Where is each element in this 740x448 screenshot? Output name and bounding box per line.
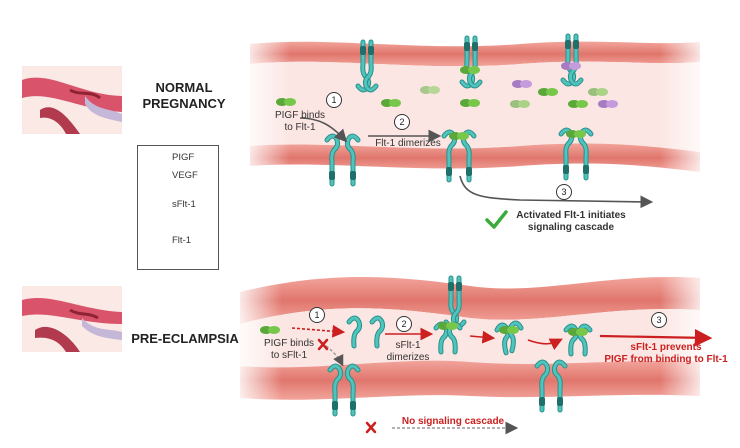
pe-arrow-2b	[469, 330, 496, 344]
normal-step3-number: 3	[556, 184, 572, 200]
pe-arrow-2c	[527, 338, 563, 351]
normal-uterus-thumbnail	[22, 66, 122, 134]
normal-step3-text: Activated Flt-1 initiates signaling casc…	[516, 210, 626, 233]
normal-arrow-3	[459, 175, 654, 209]
pe-arrow-blocked	[317, 339, 344, 367]
normal-title: NORMAL PREGNANCY	[142, 80, 226, 111]
legend	[137, 145, 219, 270]
pe-step3-text: sFlt-1 prevents PIGF from binding to Flt…	[604, 342, 728, 365]
pe-step1-text: PIGF binds to sFlt-1	[263, 338, 315, 361]
normal-step1-number: 1	[326, 92, 342, 108]
legend-label-flt1: Flt-1	[172, 235, 191, 246]
pe-step2-number: 2	[396, 316, 412, 332]
pe-arrow-1	[291, 324, 346, 338]
legend-label-vegf: VEGF	[172, 170, 198, 181]
no-signal-x-icon	[365, 421, 377, 434]
preeclampsia-title: PRE-ECLAMPSIA	[131, 331, 239, 346]
normal-step1-text: PIGF binds to Flt-1	[274, 110, 326, 133]
normal-step2-text: Flt-1 dimerizes	[375, 138, 441, 149]
normal-step2-number: 2	[394, 114, 410, 130]
pe-step3-number: 3	[651, 312, 667, 328]
preeclampsia-uterus-thumbnail	[22, 286, 122, 352]
legend-label-sflt1: sFlt-1	[172, 199, 196, 210]
pe-arrow-3	[599, 328, 713, 347]
pe-step2-text: sFlt-1 dimerizes	[386, 340, 430, 363]
check-icon	[485, 210, 508, 229]
no-signal-text: No signaling cascade	[401, 416, 505, 427]
legend-label-pigf: PIGF	[172, 152, 195, 163]
normal-arrow-1	[299, 117, 348, 143]
blocked-x-icon	[317, 338, 329, 351]
pe-step1-number: 1	[309, 307, 325, 323]
